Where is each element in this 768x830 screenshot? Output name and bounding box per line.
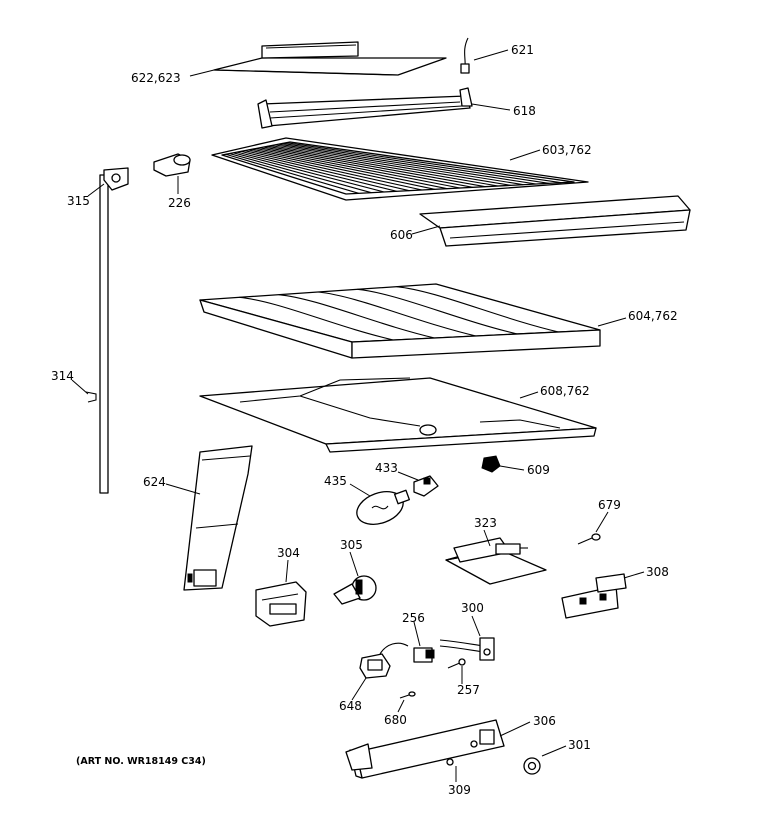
callout-306: 306 <box>533 714 556 728</box>
callout-256: 256 <box>402 611 425 625</box>
part-304-switch <box>255 581 307 627</box>
part-618-rail <box>257 87 473 129</box>
part-621-wire <box>460 37 470 74</box>
callout-226: 226 <box>168 196 191 210</box>
part-603-762-shelf <box>211 137 589 201</box>
callout-679: 679 <box>598 498 621 512</box>
callout-606: 606 <box>390 228 413 242</box>
callout-257: 257 <box>457 683 480 697</box>
part-306-bracket <box>345 719 505 779</box>
part-308-bracket <box>561 573 627 619</box>
part-314-clip <box>85 391 97 403</box>
part-622-623-cover <box>213 41 447 76</box>
callout-314: 314 <box>51 369 74 383</box>
callout-622-623: 622,623 <box>131 71 181 85</box>
callout-604-762: 604,762 <box>628 309 678 323</box>
callout-304: 304 <box>277 546 300 560</box>
callout-435: 435 <box>324 474 347 488</box>
art-number: (ART NO. WR18149 C34) <box>76 756 206 767</box>
callout-618: 618 <box>513 104 536 118</box>
callout-609: 609 <box>527 463 550 477</box>
part-300-overload <box>439 637 495 661</box>
callout-608-762: 608,762 <box>540 384 590 398</box>
part-609-clip <box>481 455 501 473</box>
part-301-grommet <box>523 757 541 775</box>
part-256-relay <box>413 647 435 663</box>
part-315-rod <box>99 167 129 494</box>
callout-300: 300 <box>461 601 484 615</box>
callout-603-762: 603,762 <box>542 143 592 157</box>
callout-624: 624 <box>143 475 166 489</box>
callout-308: 308 <box>646 565 669 579</box>
callout-305: 305 <box>340 538 363 552</box>
callout-433: 433 <box>375 461 398 475</box>
part-608-762-pan-cover <box>199 377 597 453</box>
part-624-duct <box>183 445 253 591</box>
part-257-screw <box>447 658 466 669</box>
callout-323: 323 <box>474 516 497 530</box>
part-435-bulb <box>356 489 410 525</box>
part-323-control-box <box>445 537 547 585</box>
callout-680: 680 <box>384 713 407 727</box>
part-680-screw <box>399 691 416 699</box>
callout-301: 301 <box>568 738 591 752</box>
callout-315: 315 <box>67 194 90 208</box>
part-433-socket <box>413 475 439 497</box>
callout-309: 309 <box>448 783 471 797</box>
part-226-knob <box>153 153 191 177</box>
part-305-knob <box>333 575 377 605</box>
part-648-capacitor <box>359 642 409 679</box>
part-679-screw <box>577 533 601 545</box>
part-606-crisper-front <box>419 195 691 247</box>
part-604-762-drawer-cover <box>199 283 601 359</box>
callout-648: 648 <box>339 699 362 713</box>
callout-621: 621 <box>511 43 534 57</box>
